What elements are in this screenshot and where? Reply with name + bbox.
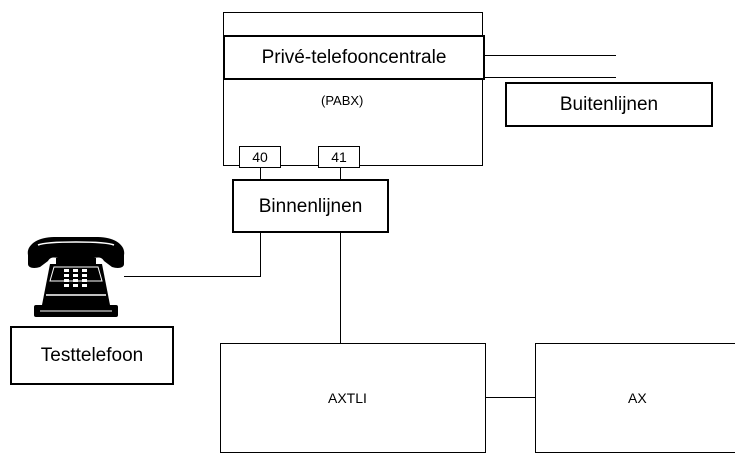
- port-40-label: 40: [252, 149, 268, 165]
- phone-wire-horizontal: [124, 276, 261, 277]
- port-41-label: 41: [331, 149, 347, 165]
- test-phone-box: Testtelefoon: [10, 326, 174, 385]
- inside-lines-box: Binnenlijnen: [232, 179, 389, 233]
- phone-wire-vertical: [260, 233, 261, 277]
- outside-lines-label: Buitenlijnen: [559, 94, 659, 115]
- axtli-label: AXTLI: [328, 390, 367, 406]
- pabx-title-box: Privé-telefooncentrale: [223, 35, 485, 80]
- telephone-icon: [27, 237, 125, 317]
- pabx-title: Privé-telefooncentrale: [261, 47, 447, 68]
- test-phone-label: Testtelefoon: [40, 345, 144, 366]
- outside-line-lower: [485, 77, 616, 78]
- port-40: 40: [239, 146, 281, 168]
- outside-line-upper: [485, 55, 616, 56]
- axtli-wire: [340, 233, 341, 343]
- axtli-unit: [220, 343, 486, 453]
- pabx-abbreviation: (PABX): [321, 93, 364, 108]
- ax-label: AX: [628, 390, 647, 406]
- port-41-line: [340, 168, 341, 179]
- port-41: 41: [318, 146, 360, 168]
- axtli-ax-link: [486, 397, 536, 398]
- port-40-line: [260, 168, 261, 179]
- outside-lines-box: Buitenlijnen: [505, 82, 713, 127]
- inside-lines-label: Binnenlijnen: [258, 195, 363, 217]
